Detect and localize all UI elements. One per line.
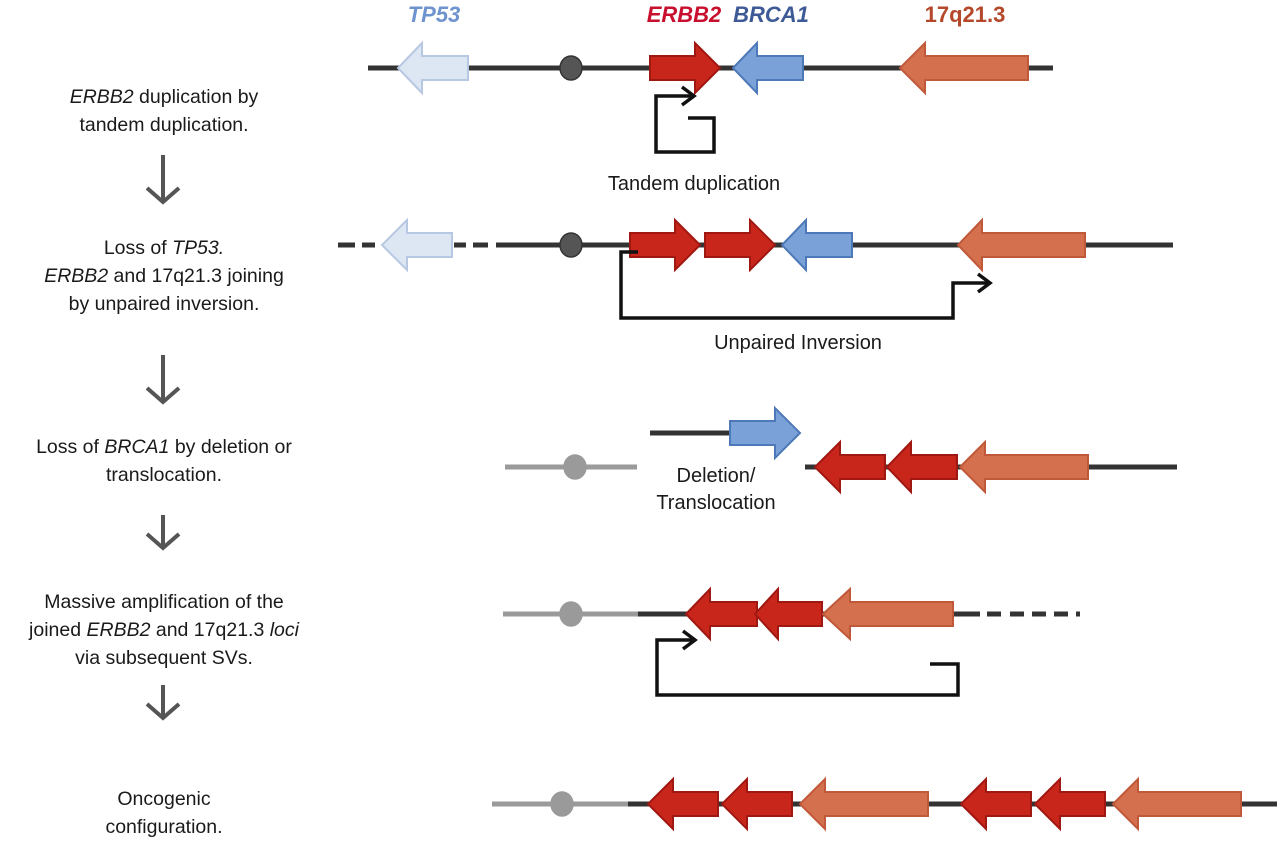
tandem-duplication-bracket bbox=[654, 85, 716, 154]
label-tandem-duplication: Tandem duplication bbox=[608, 173, 780, 195]
centromere-lost bbox=[563, 454, 587, 480]
erbb2-gene-arrow bbox=[704, 217, 777, 273]
tp53-gene-arrow bbox=[396, 40, 469, 96]
erbb2-gene-arrow bbox=[629, 217, 702, 273]
gene-label-tp53: TP53 bbox=[408, 2, 461, 27]
unpaired-inversion-bracket bbox=[619, 250, 993, 320]
step-text-line: ERBB2 duplication by bbox=[70, 86, 259, 108]
amplification-sv-bracket bbox=[655, 629, 960, 697]
flow-arrows bbox=[145, 155, 181, 721]
erbb2-gene-arrow bbox=[753, 586, 823, 642]
gene-labels: TP53 ERBB2 BRCA1 17q21.3 bbox=[408, 2, 1006, 27]
arrowhead-icon bbox=[680, 85, 697, 107]
step-text-line: via subsequent SVs. bbox=[75, 647, 253, 669]
tp53-gene-arrow bbox=[380, 217, 453, 273]
down-arrow-icon bbox=[145, 355, 181, 405]
17q21-3-gene-arrow bbox=[956, 217, 1086, 273]
erbb2-gene-arrow bbox=[1033, 776, 1106, 832]
arrowhead-icon bbox=[681, 629, 698, 651]
erbb2-gene-arrow bbox=[646, 776, 719, 832]
gene-label-17q21-3: 17q21.3 bbox=[925, 2, 1006, 27]
step-description: Oncogenic configuration. bbox=[105, 788, 222, 838]
chromosome-row-5 bbox=[492, 776, 1277, 832]
chromosome-row-2 bbox=[338, 217, 1173, 273]
sv-bracket-line bbox=[654, 94, 716, 154]
step-description: Loss of BRCA1 by deletion or translocatio… bbox=[36, 436, 292, 486]
erbb2-gene-arrow bbox=[959, 776, 1032, 832]
centromere bbox=[559, 55, 583, 81]
step-description: ERBB2 duplication by tandem duplication. bbox=[70, 86, 259, 136]
down-arrow-icon bbox=[145, 515, 181, 551]
17q21-3-gene-arrow bbox=[798, 776, 929, 832]
chromosome-row-3 bbox=[505, 405, 1177, 495]
17q21-3-gene-arrow bbox=[898, 40, 1029, 96]
17q21-3-gene-arrow bbox=[1111, 776, 1242, 832]
step-text-line: translocation. bbox=[106, 464, 222, 486]
label-unpaired-inversion: Unpaired Inversion bbox=[714, 332, 882, 354]
label-translocation: Translocation bbox=[656, 492, 775, 514]
sv-annotations: Tandem duplication Unpaired Inversion De… bbox=[608, 173, 882, 514]
step-text-line: joined ERBB2 and 17q21.3 loci bbox=[28, 619, 300, 641]
gene-label-brca1: BRCA1 bbox=[733, 2, 809, 27]
sv-brackets bbox=[619, 85, 993, 697]
step-text-line: configuration. bbox=[105, 816, 222, 838]
step-description: Loss of TP53. ERBB2 and 17q21.3 joining by… bbox=[44, 237, 284, 315]
label-deletion: Deletion/ bbox=[677, 465, 756, 487]
down-arrow-icon bbox=[145, 155, 181, 205]
chromosome-row-1 bbox=[368, 40, 1053, 96]
17q21-3-gene-arrow bbox=[958, 439, 1089, 495]
erbb2-gene-arrow bbox=[684, 586, 758, 642]
centromere bbox=[559, 232, 583, 258]
step-description: Massive amplification of the joined ERBB2… bbox=[28, 591, 300, 669]
sv-bracket-line bbox=[619, 250, 990, 320]
step-descriptions: ERBB2 duplication by tandem duplication. L… bbox=[28, 86, 300, 838]
erbb2-gene-arrow bbox=[649, 40, 722, 96]
down-arrow-icon bbox=[145, 685, 181, 721]
chromosome-rows bbox=[338, 40, 1277, 832]
sv-bracket-line bbox=[655, 638, 960, 697]
centromere-lost bbox=[559, 601, 583, 627]
centromere-lost bbox=[550, 791, 574, 817]
step-text-line: by unpaired inversion. bbox=[69, 293, 260, 315]
brca1-gene-arrow bbox=[780, 217, 853, 273]
erbb2-gene-arrow bbox=[885, 439, 958, 495]
erbb2-gene-arrow bbox=[813, 439, 886, 495]
arrowhead-icon bbox=[976, 272, 993, 294]
step-text-line: Loss of BRCA1 by deletion or bbox=[36, 436, 292, 458]
gene-label-erbb2: ERBB2 bbox=[647, 2, 722, 27]
step-text-line: tandem duplication. bbox=[79, 114, 248, 136]
erbb2-gene-arrow bbox=[720, 776, 793, 832]
step-text-line: ERBB2 and 17q21.3 joining bbox=[44, 265, 284, 287]
17q21-3-gene-arrow bbox=[821, 586, 954, 642]
step-text-line: Massive amplification of the bbox=[44, 591, 284, 613]
brca1-gene-arrow bbox=[729, 405, 802, 461]
step-text-line: Loss of TP53. bbox=[104, 237, 224, 259]
brca1-gene-arrow bbox=[731, 40, 804, 96]
chromosome-row-4 bbox=[503, 586, 1080, 642]
step-text-line: Oncogenic bbox=[117, 788, 210, 810]
